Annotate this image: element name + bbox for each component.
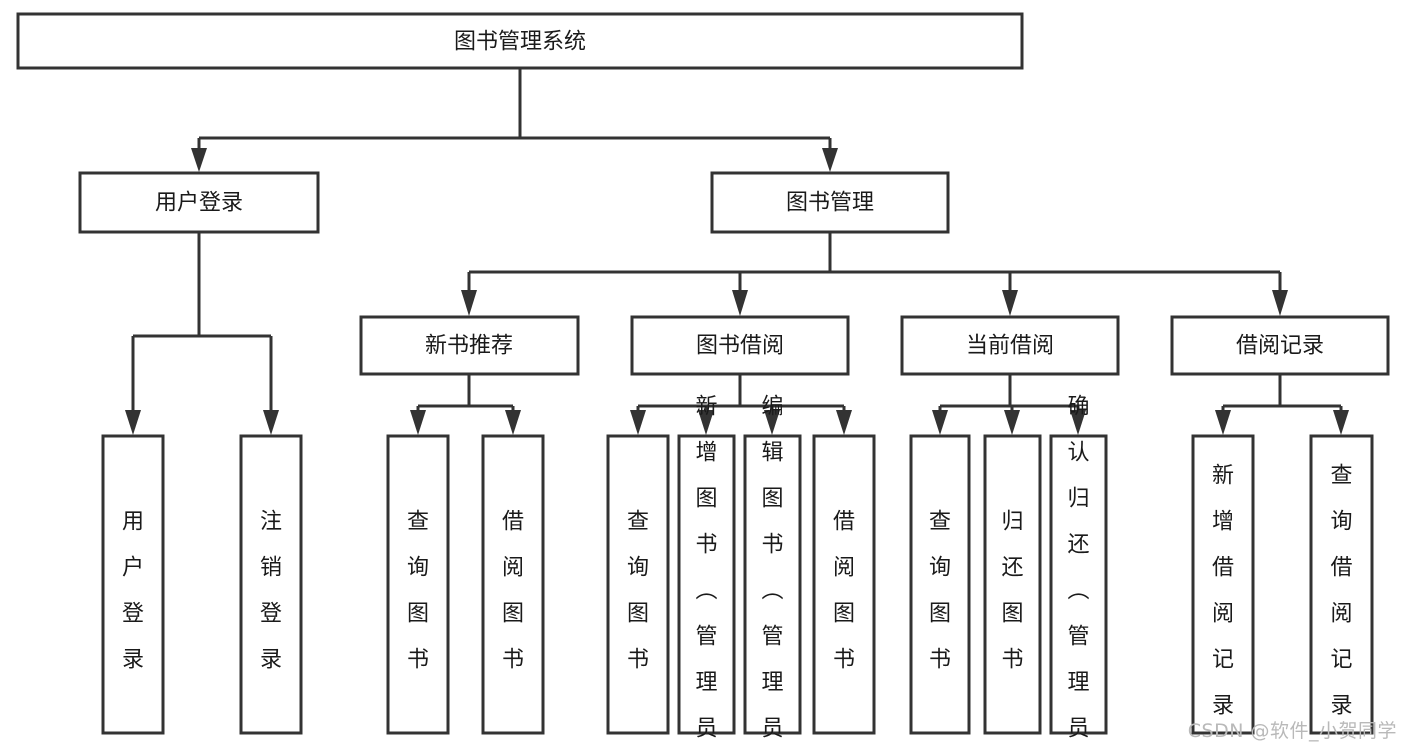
leaf-label-leaf-query-book-3: 查询图书 xyxy=(929,509,951,672)
node-book-borrow-label: 图书借阅 xyxy=(696,334,784,359)
node-root-label: 图书管理系统 xyxy=(454,30,586,55)
node-book-borrow-box[interactable] xyxy=(630,315,850,376)
leaf-leaf-add-record[interactable]: 新增借阅记录 xyxy=(1191,434,1255,735)
leaf-leaf-query-book-1[interactable]: 查询图书 xyxy=(386,434,450,735)
node-book-borrow[interactable]: 图书借阅 xyxy=(630,315,850,376)
node-borrow-record-box[interactable] xyxy=(1170,315,1390,376)
node-new-book-rec[interactable]: 新书推荐 xyxy=(359,315,580,376)
arrow-head-leaf-confirm-return xyxy=(1070,410,1086,435)
node-borrow-record[interactable]: 借阅记录 xyxy=(1170,315,1390,376)
arrow-head-borrow-record xyxy=(1272,290,1288,316)
leaf-box-leaf-user-login[interactable] xyxy=(101,434,165,735)
leaf-box-leaf-logout[interactable] xyxy=(239,434,303,735)
leaf-label-leaf-query-book-1: 查询图书 xyxy=(407,509,429,672)
leaf-box-leaf-query-book-1[interactable] xyxy=(386,434,450,735)
arrow-head-leaf-borrow-book-2 xyxy=(836,410,852,435)
leaf-label-leaf-borrow-book-2: 借阅图书 xyxy=(833,509,855,672)
arrow-head-book-borrow xyxy=(732,290,748,316)
node-user-login[interactable]: 用户登录 xyxy=(78,171,320,234)
node-current-borrow[interactable]: 当前借阅 xyxy=(900,315,1120,376)
arrow-head-leaf-query-book-2 xyxy=(630,410,646,435)
leaf-label-leaf-return-book: 归还图书 xyxy=(1001,509,1023,672)
leaf-leaf-return-book[interactable]: 归还图书 xyxy=(983,434,1042,735)
arrow-head-leaf-borrow-book-1 xyxy=(505,410,521,435)
leaf-label-leaf-borrow-book-1: 借阅图书 xyxy=(502,509,524,672)
leaf-leaf-confirm-return[interactable]: 确认归还︵管理员︶ xyxy=(1049,394,1108,747)
node-current-borrow-box[interactable] xyxy=(900,315,1120,376)
arrow-head-user-login xyxy=(191,148,207,172)
arrow-head-leaf-add-record xyxy=(1215,410,1231,435)
leaf-label-leaf-confirm-return: 确认归还︵管理员︶ xyxy=(1067,394,1089,747)
arrow-head-current-borrow xyxy=(1002,290,1018,316)
leaf-box-leaf-edit-book[interactable] xyxy=(743,434,802,735)
leaf-box-leaf-return-book[interactable] xyxy=(983,434,1042,735)
leaf-box-leaf-add-book[interactable] xyxy=(677,434,736,735)
leaf-layer: 用户登录 注销登录 查询图书 借阅图书 查询图书 新增图书︵管理员︶ 编辑图书︵管理员︶ 借阅… xyxy=(101,394,1374,747)
node-root-box[interactable] xyxy=(16,12,1024,70)
arrow-head-leaf-return-book xyxy=(1004,410,1020,435)
leaf-box-leaf-query-book-3[interactable] xyxy=(909,434,971,735)
node-book-manage[interactable]: 图书管理 xyxy=(710,171,950,234)
connector-layer xyxy=(125,68,1349,435)
leaf-leaf-query-book-2[interactable]: 查询图书 xyxy=(606,434,670,735)
arrow-head-book-manage xyxy=(822,148,838,172)
leaf-leaf-add-book[interactable]: 新增图书︵管理员︶ xyxy=(677,394,736,747)
leaf-leaf-query-record[interactable]: 查询借阅记录 xyxy=(1309,434,1374,735)
node-borrow-record-label: 借阅记录 xyxy=(1236,334,1324,359)
leaf-leaf-logout[interactable]: 注销登录 xyxy=(239,434,303,735)
node-book-manage-label: 图书管理 xyxy=(786,191,874,216)
node-root[interactable]: 图书管理系统 xyxy=(16,12,1024,70)
leaf-box-leaf-confirm-return[interactable] xyxy=(1049,434,1108,735)
leaf-leaf-edit-book[interactable]: 编辑图书︵管理员︶ xyxy=(743,394,802,747)
arrow-head-leaf-query-book-3 xyxy=(932,410,948,435)
arrow-head-new-book-rec xyxy=(461,290,477,316)
leaf-label-leaf-user-login: 用户登录 xyxy=(122,509,144,672)
arrow-head-leaf-logout xyxy=(263,410,279,435)
arrow-head-leaf-add-book xyxy=(698,410,714,435)
node-user-login-box[interactable] xyxy=(78,171,320,234)
leaf-label-leaf-logout: 注销登录 xyxy=(260,509,282,672)
leaf-label-leaf-add-record: 新增借阅记录 xyxy=(1212,463,1234,718)
leaf-box-leaf-add-record[interactable] xyxy=(1191,434,1255,735)
arrow-head-leaf-user-login xyxy=(125,410,141,435)
leaf-box-leaf-borrow-book-1[interactable] xyxy=(481,434,545,735)
leaf-box-leaf-borrow-book-2[interactable] xyxy=(812,434,876,735)
leaf-box-leaf-query-record[interactable] xyxy=(1309,434,1374,735)
leaf-label-leaf-edit-book: 编辑图书︵管理员︶ xyxy=(761,394,783,747)
leaf-leaf-user-login[interactable]: 用户登录 xyxy=(101,434,165,735)
node-current-borrow-label: 当前借阅 xyxy=(966,334,1054,359)
arrow-head-leaf-query-record xyxy=(1333,410,1349,435)
leaf-label-leaf-add-book: 新增图书︵管理员︶ xyxy=(695,394,717,747)
watermark-text: CSDN @软件_小贺同学 xyxy=(1187,720,1397,742)
leaf-leaf-borrow-book-1[interactable]: 借阅图书 xyxy=(481,434,545,735)
leaf-box-leaf-query-book-2[interactable] xyxy=(606,434,670,735)
leaf-label-leaf-query-book-2: 查询图书 xyxy=(627,509,649,672)
leaf-leaf-query-book-3[interactable]: 查询图书 xyxy=(909,434,971,735)
leaf-label-leaf-query-record: 查询借阅记录 xyxy=(1330,463,1352,718)
node-new-book-rec-box[interactable] xyxy=(359,315,580,376)
arrow-head-leaf-query-book-1 xyxy=(410,410,426,435)
node-new-book-rec-label: 新书推荐 xyxy=(425,334,513,359)
node-user-login-label: 用户登录 xyxy=(155,191,243,216)
node-book-manage-box[interactable] xyxy=(710,171,950,234)
leaf-leaf-borrow-book-2[interactable]: 借阅图书 xyxy=(812,434,876,735)
arrow-head-leaf-edit-book xyxy=(764,410,780,435)
